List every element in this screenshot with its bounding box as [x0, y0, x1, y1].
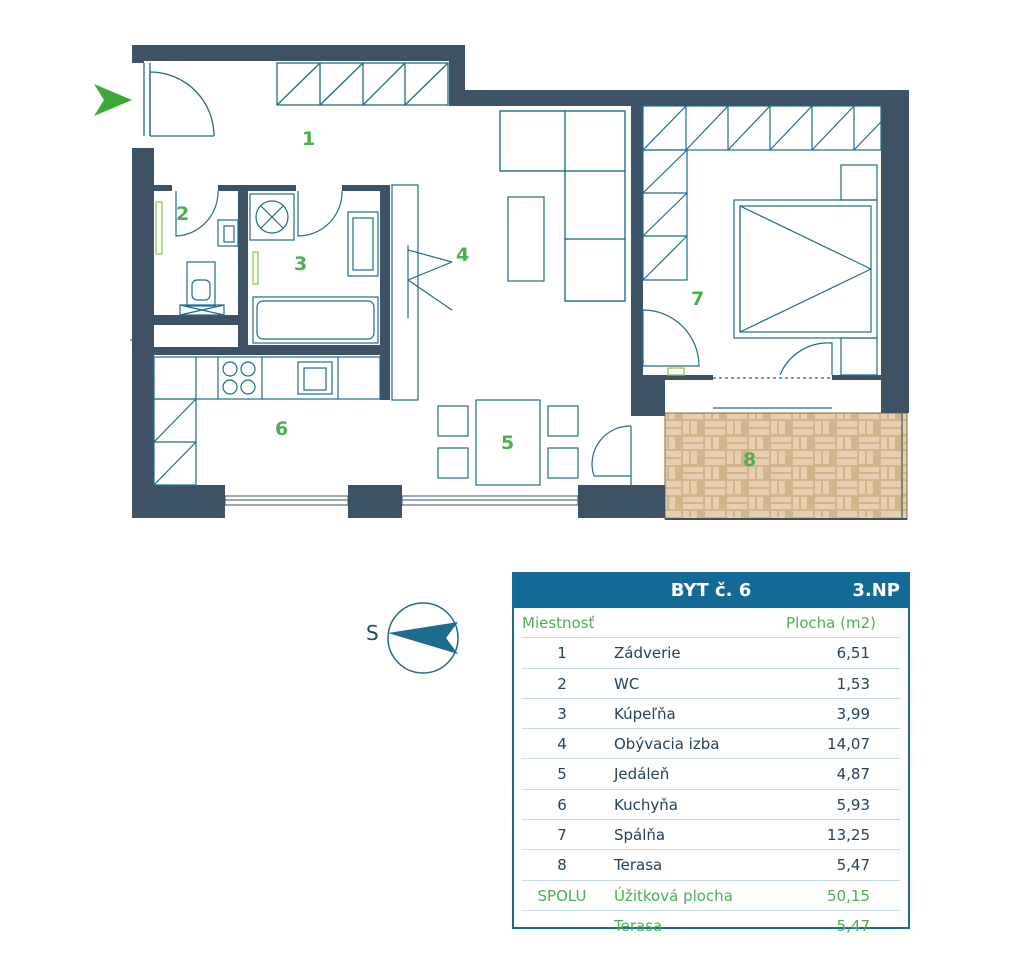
terrace-area: 5,47 [836, 916, 870, 935]
terrace-row: Terasa 5,47 [522, 911, 900, 940]
room-label-2: 2 [176, 203, 189, 225]
wardrobe-hall [276, 62, 449, 106]
row-area: 14,07 [827, 735, 870, 754]
col-area-header: Plocha (m2) [786, 614, 876, 632]
entrance-door [143, 63, 215, 137]
row-num: 8 [557, 856, 567, 875]
row-area: 5,47 [836, 856, 870, 875]
floor-label: 3.NP [852, 580, 900, 601]
row-name: Terasa [614, 856, 663, 875]
row-num: 5 [557, 765, 567, 784]
row-area: 4,87 [836, 765, 870, 784]
terrace-floor [664, 412, 908, 520]
terrace-name: Terasa [614, 916, 663, 935]
row-name: Jedáleň [614, 765, 670, 784]
total-area: 50,15 [827, 886, 870, 905]
col-room-header: Miestnosť [522, 614, 595, 632]
table-header: BYT č. 6 3.NP [514, 574, 908, 608]
row-area: 3,99 [836, 704, 870, 723]
kitchen-fixtures [153, 356, 381, 486]
row-name: Zádverie [614, 644, 681, 663]
row-name: WC [614, 674, 640, 693]
room-label-1: 1 [302, 128, 315, 150]
row-num: 4 [557, 735, 567, 754]
row-num: 1 [557, 644, 567, 663]
dining-furniture [437, 399, 632, 486]
table-row: 7 Spálňa 13,25 [522, 820, 900, 851]
bedroom-furniture [642, 105, 882, 409]
table-row: 2 WC 1,53 [522, 669, 900, 699]
area-table: BYT č. 6 3.NP Miestnosť Plocha (m2) 1 Zád… [512, 572, 910, 935]
row-area: 1,53 [836, 674, 870, 693]
row-area: 5,93 [836, 795, 870, 814]
total-row: SPOLU Úžitková plocha 50,15 [522, 881, 900, 911]
row-name: Obývacia izba [614, 735, 720, 754]
compass-needle-icon [388, 622, 458, 654]
walls [132, 45, 909, 518]
table-row: 4 Obývacia izba 14,07 [522, 729, 900, 760]
column-headers: Miestnosť Plocha (m2) [522, 608, 900, 639]
floor-plan: 1 2 3 4 5 6 7 8 [94, 45, 909, 520]
room-label-5: 5 [501, 432, 514, 454]
wc-fixtures [155, 190, 239, 316]
room-label-3: 3 [294, 253, 307, 275]
row-num: 6 [557, 795, 567, 814]
table-row: 6 Kuchyňa 5,93 [522, 790, 900, 821]
total-label: SPOLU [537, 886, 587, 905]
compass-label: S [366, 621, 379, 645]
table-row: 3 Kúpeľňa 3,99 [522, 699, 900, 730]
table-row: 5 Jedáleň 4,87 [522, 759, 900, 790]
row-name: Kuchyňa [614, 795, 678, 814]
entrance-arrow-icon [94, 84, 132, 116]
apartment-title: BYT č. 6 [670, 580, 752, 601]
row-num: 3 [557, 704, 567, 723]
row-area: 13,25 [827, 826, 870, 845]
room-label-6: 6 [275, 418, 288, 440]
row-name: Kúpeľňa [614, 704, 676, 723]
row-num: 7 [557, 826, 567, 845]
row-area: 6,51 [836, 644, 870, 663]
row-num: 2 [557, 674, 567, 693]
compass: S [366, 602, 459, 674]
table-row: 8 Terasa 5,47 [522, 850, 900, 881]
total-name: Úžitková plocha [614, 886, 733, 905]
bathroom-fixtures [249, 190, 379, 344]
room-label-8: 8 [743, 449, 756, 471]
room-label-7: 7 [691, 288, 704, 310]
table-row: 1 Zádverie 6,51 [522, 638, 900, 669]
row-name: Spálňa [614, 826, 666, 845]
living-furniture [391, 110, 626, 401]
room-label-4: 4 [456, 244, 469, 266]
